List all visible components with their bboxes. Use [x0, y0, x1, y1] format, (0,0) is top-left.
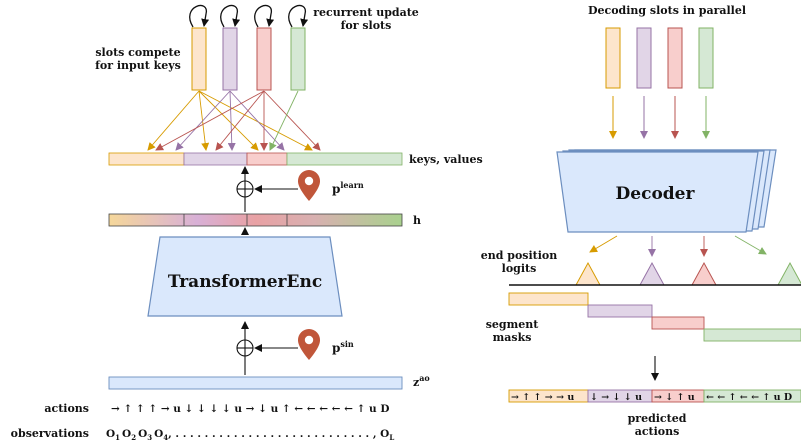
transformer-encoder-block [147, 236, 343, 317]
slots-compete-label-2: for input keys [95, 59, 181, 72]
map-pin-icon [298, 170, 320, 201]
loop-arrow-2 [220, 4, 241, 28]
end-position-label-1: end position [481, 249, 558, 262]
end-position-label-2: logits [502, 262, 537, 275]
recurrent-update-label-2: for slots [341, 19, 392, 32]
p-sin-label: psin [332, 339, 354, 355]
loop-arrow-3 [254, 4, 275, 28]
predicted-actions-label-2: actions [635, 425, 680, 438]
decoder-label: Decoder [616, 184, 696, 204]
predicted-seg-1: → ↑ ↑ → → u [511, 392, 574, 403]
slot-vectors-left [191, 27, 306, 91]
z-ao-label: zao [413, 373, 430, 389]
predicted-actions-label-1: predicted [628, 412, 687, 425]
slot-orange [191, 27, 207, 91]
slot-vectors-right [605, 27, 714, 89]
observations-label: observations [11, 427, 89, 440]
slot-purple [222, 27, 238, 91]
keys-values-label: keys, values [409, 153, 483, 166]
recurrent-loops [189, 4, 309, 28]
actions-sequence: → ↑ ↑ ↑ → u ↓ ↓ ↓ ↓ u → ↓ u ↑ ← ← ← ← ← … [111, 403, 389, 415]
actions-label: actions [44, 402, 89, 415]
map-pin-icon [298, 329, 320, 360]
segment-masks-label-2: masks [493, 331, 532, 344]
decoding-title: Decoding slots in parallel [588, 4, 746, 17]
segment-masks-label-1: segment [486, 318, 540, 331]
predicted-seg-4: ← ← ↑ ← ← ↑ u D [706, 392, 792, 403]
transformer-encoder-label: TransformerEnc [168, 272, 322, 292]
loop-arrow-1 [189, 4, 210, 28]
keys-values-bar [108, 152, 403, 166]
logit-arrows [589, 235, 767, 257]
p-learn-label: plearn [332, 180, 364, 196]
slot-to-decoder-arrows [609, 96, 710, 139]
compete-arrows [147, 90, 321, 151]
end-position-logits [509, 261, 801, 286]
decoder-block [556, 149, 777, 233]
slot-green [290, 27, 306, 91]
predicted-seg-2: ↓ → ↓ ↓ u [590, 392, 642, 403]
recurrent-update-label-1: recurrent update [313, 6, 419, 19]
slots-compete-label-1: slots compete [95, 46, 180, 59]
predicted-actions-bar [508, 389, 801, 403]
predicted-seg-3: → ↓ ↑ u [654, 392, 695, 403]
segment-masks [508, 292, 801, 342]
loop-arrow-4 [288, 4, 309, 28]
slot-red [256, 27, 272, 91]
h-label: h [413, 214, 421, 227]
z-ao-bar [108, 376, 403, 390]
h-bar [108, 213, 403, 227]
